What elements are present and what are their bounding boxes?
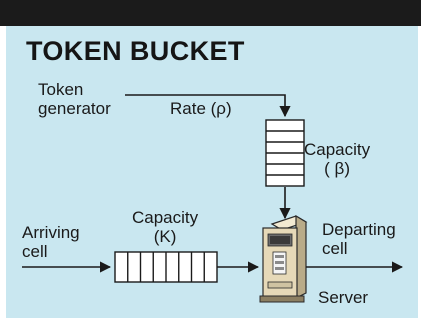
rate-arrow: [125, 95, 285, 116]
cell-queue: [115, 252, 217, 282]
token-bucket: [266, 120, 304, 186]
server-icon: [260, 216, 306, 302]
